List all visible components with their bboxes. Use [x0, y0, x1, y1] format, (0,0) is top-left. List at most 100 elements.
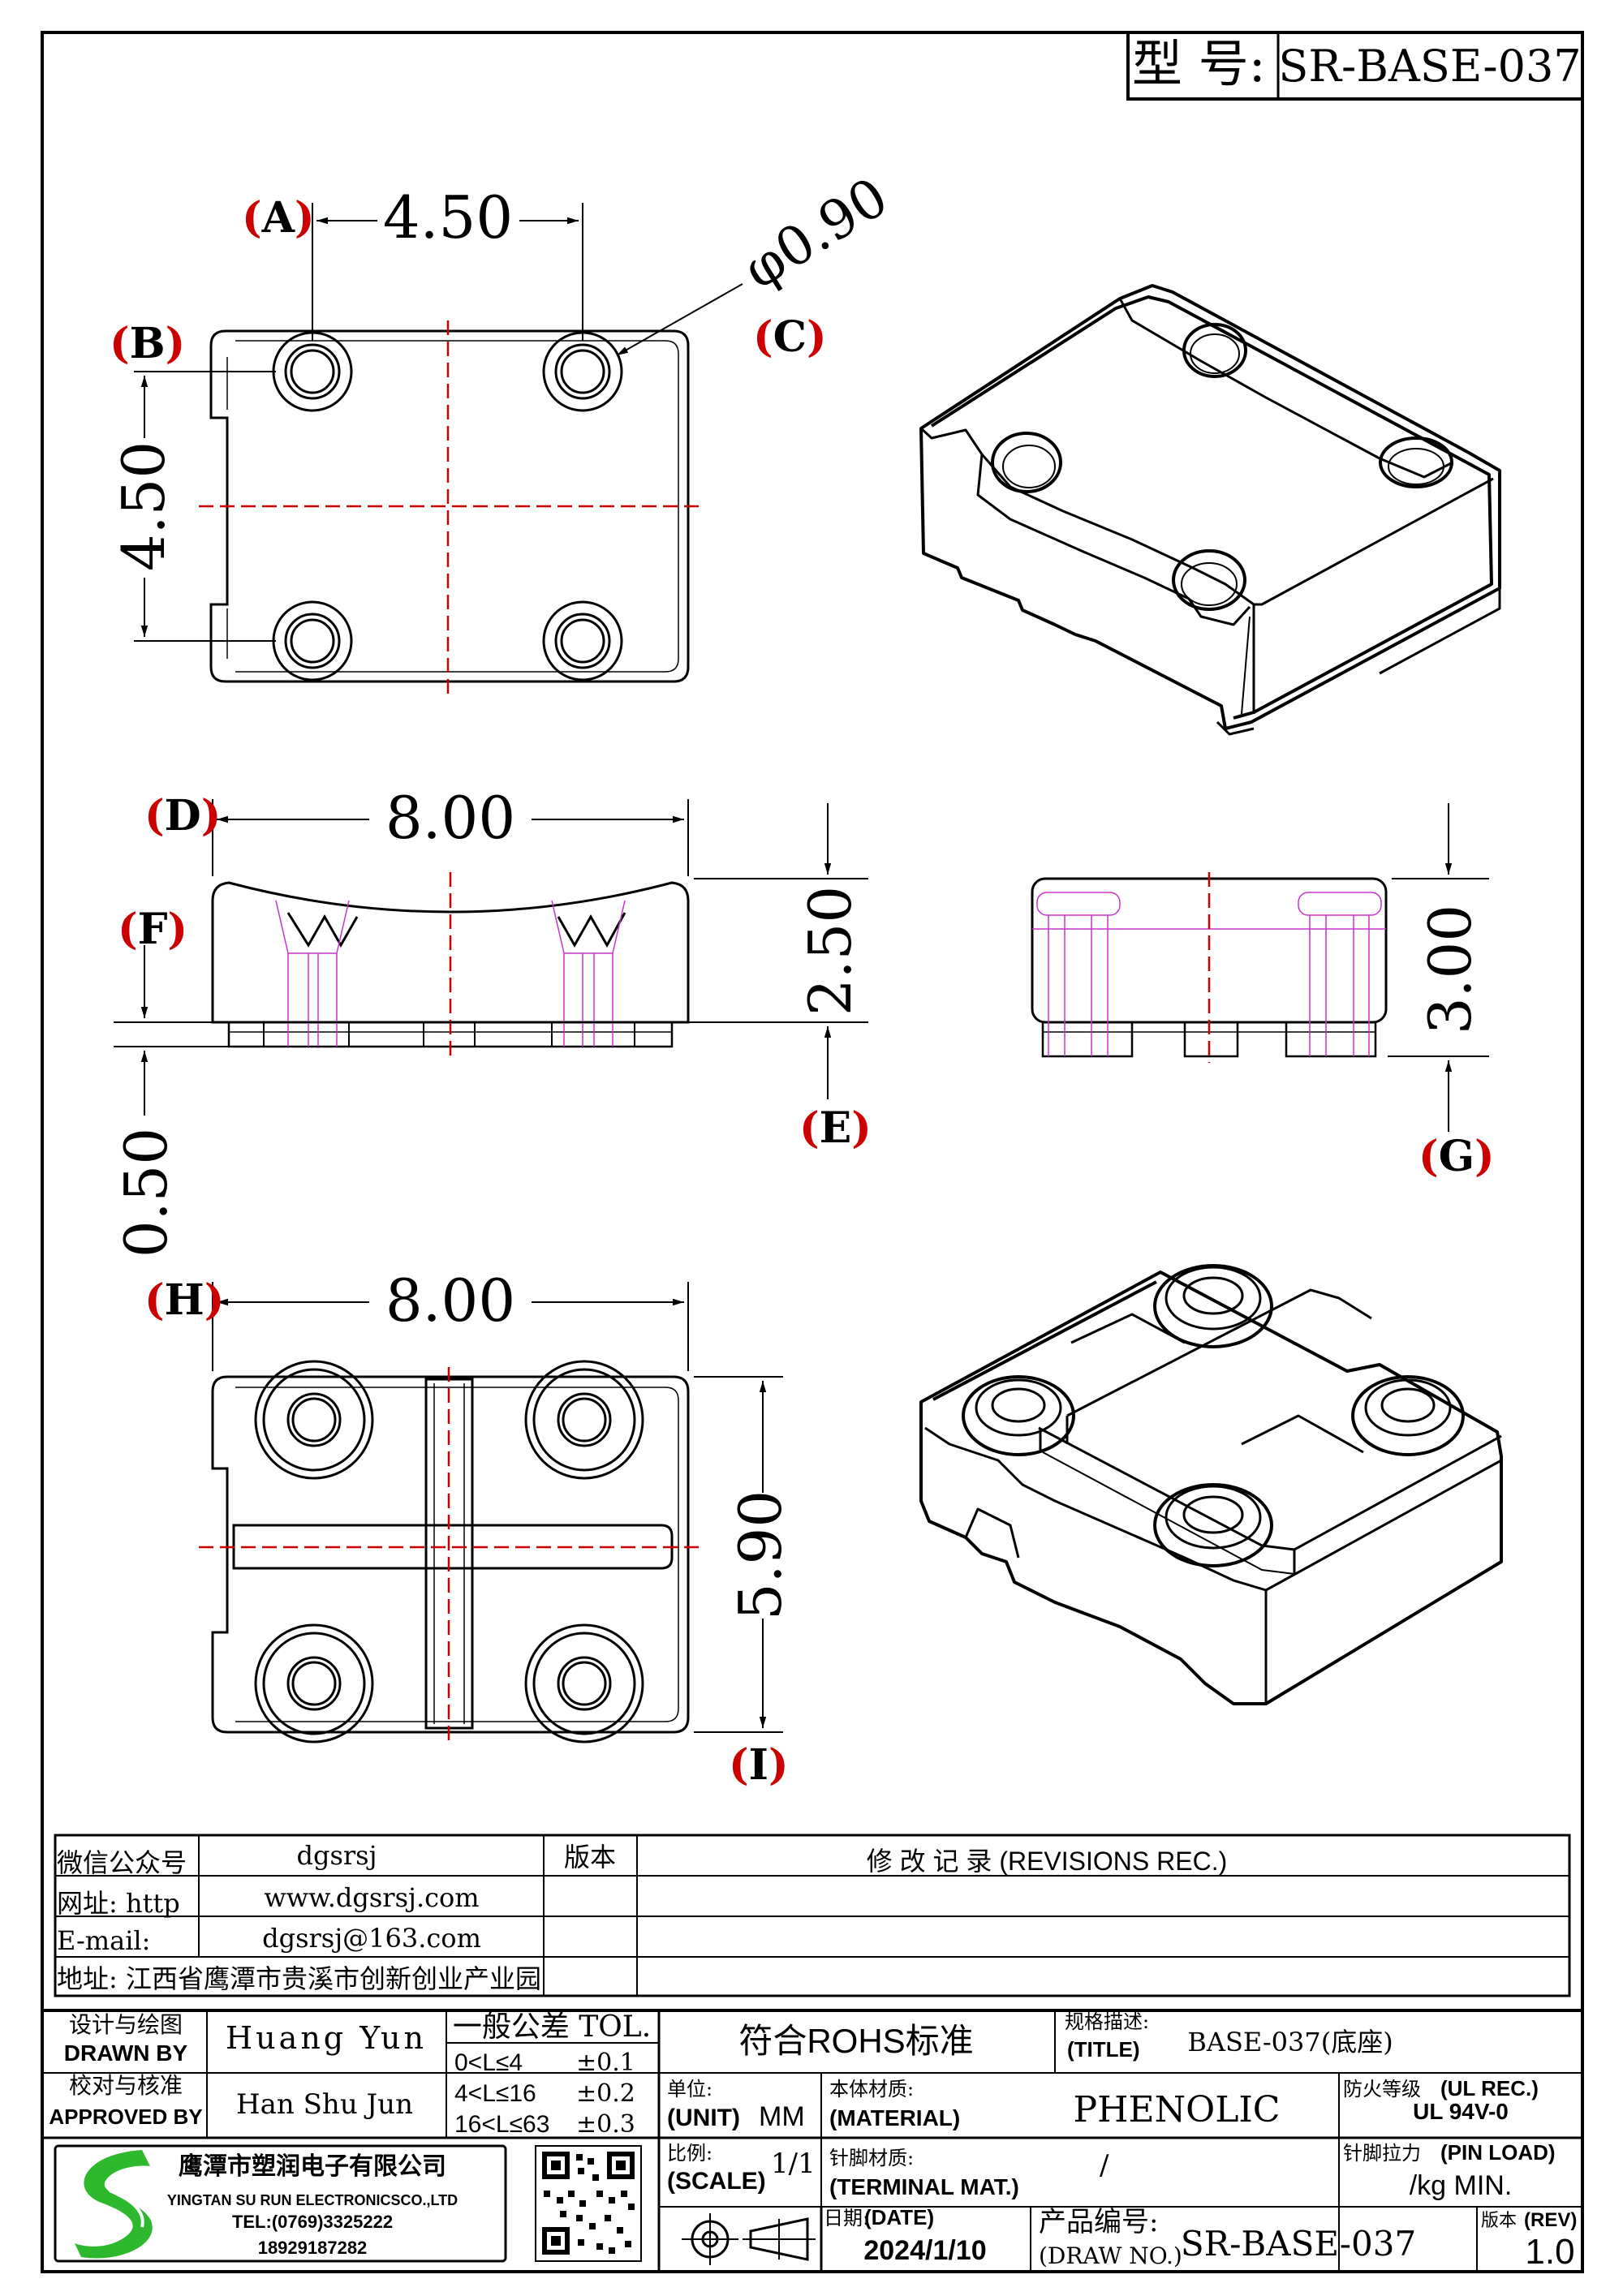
approver-cn: 校对与核准	[69, 2072, 183, 2099]
top-view	[134, 203, 743, 694]
top-hole-4	[542, 600, 623, 681]
marker-e: (E)	[799, 1103, 872, 1153]
dim-front-width: 8.00	[385, 784, 515, 852]
qr-code	[542, 2152, 635, 2255]
dim-bottom-height: 5.90	[726, 1490, 794, 1620]
bottom-boss-1	[254, 1360, 374, 1480]
fire-value: UL 94V-0	[1413, 2099, 1509, 2124]
marker-f: (F)	[118, 905, 188, 954]
rev-value: 1.0	[1525, 2232, 1574, 2272]
web-label: 网址: http	[57, 1888, 180, 1919]
dim-bottom-width: 8.00	[385, 1266, 515, 1335]
iso-bottom-view	[919, 1264, 1503, 1705]
rev-cn: 版本	[1481, 2211, 1517, 2231]
dim-top-width: 4.50	[383, 183, 513, 252]
pin-en: (PIN LOAD)	[1440, 2140, 1556, 2165]
bottom-boss-3	[254, 1623, 374, 1743]
drawno-cn: 产品编号:	[1039, 2206, 1158, 2238]
tol-title: 一般公差 TOL.	[453, 2010, 651, 2044]
info-table	[54, 1834, 1571, 1997]
info-texts: 微信公众号 dgsrsj 网址: http www.dgsrsj.com E-m…	[57, 1840, 1227, 1994]
material-cn: 本体材质:	[829, 2078, 914, 2100]
title-texts: 设计与绘图 DRAWN BY Huang Yun 校对与核准 APPROVED …	[49, 2010, 1577, 2272]
iso-top-view	[919, 284, 1501, 736]
tol-value-1: ±0.1	[576, 2049, 635, 2077]
marker-h: (H)	[144, 1275, 225, 1325]
title-value: BASE-037(底座)	[1187, 2027, 1393, 2057]
dim-hole-dia: φ0.90	[733, 166, 899, 302]
projection-symbol-icon	[682, 2213, 816, 2265]
terminal-cn: 针脚材质:	[829, 2147, 914, 2169]
version-label: 版本	[564, 1842, 616, 1872]
company-mobile: 18929187282	[258, 2238, 368, 2258]
company-en: YINGTAN SU RUN ELECTRONICSCO.,LTD	[167, 2192, 458, 2208]
side-view	[1031, 803, 1489, 1132]
dim-top-height: 4.50	[110, 441, 178, 571]
designer-cn: 设计与绘图	[69, 2011, 183, 2038]
rohs: 符合ROHS标准	[738, 2022, 973, 2060]
company-logo	[75, 2150, 153, 2259]
marker-d: (D)	[144, 791, 222, 841]
drawno-value: SR-BASE-037	[1181, 2224, 1416, 2264]
company-cn: 鹰潭市塑润电子有限公司	[179, 2152, 446, 2181]
wechat-label: 微信公众号	[57, 1847, 187, 1878]
tol-value-2: ±0.2	[576, 2079, 635, 2108]
unit-cn: 单位:	[667, 2078, 712, 2100]
bottom-boss-2	[524, 1360, 644, 1480]
date-value: 2024/1/10	[863, 2235, 986, 2266]
bottom-boss-4	[524, 1623, 644, 1743]
marker-c: (C)	[753, 312, 827, 362]
tol-value-3: ±0.3	[576, 2110, 635, 2139]
pin-cn: 针脚拉力	[1343, 2142, 1421, 2165]
material-value: PHENOLIC	[1074, 2089, 1281, 2130]
dim-side-height: 3.00	[1416, 905, 1484, 1034]
fire-cn: 防火等级	[1343, 2078, 1421, 2100]
dim-pin-height: 0.50	[112, 1128, 180, 1258]
date-en: (DATE)	[864, 2205, 934, 2229]
title-en: (TITLE)	[1067, 2037, 1140, 2062]
scale-value: 1/1	[771, 2148, 816, 2180]
pin-value: /kg MIN.	[1410, 2170, 1513, 2201]
top-hole-1	[272, 331, 353, 412]
designer-en: DRAWN BY	[64, 2040, 188, 2066]
marker-i: (I)	[729, 1740, 789, 1790]
top-hole-3	[272, 600, 353, 681]
designer-name: Huang Yun	[226, 2020, 427, 2056]
top-hole-2	[542, 331, 623, 412]
rev-en: (REV)	[1524, 2209, 1577, 2231]
web-value: www.dgsrsj.com	[264, 1882, 479, 1913]
terminal-en: (TERMINAL MAT.)	[829, 2174, 1019, 2199]
unit-value: MM	[759, 2101, 805, 2132]
email-value: dgsrsj@163.com	[262, 1923, 481, 1954]
approver-en: APPROVED BY	[49, 2105, 202, 2129]
material-en: (MATERIAL)	[829, 2105, 960, 2130]
address: 地址: 江西省鹰潭市贵溪市创新创业产业园	[57, 1963, 541, 1994]
marker-a: (A)	[242, 193, 315, 243]
bottom-view	[199, 1282, 783, 1744]
approver-name: Han Shu Jun	[236, 2088, 413, 2121]
tol-range-3: 16<L≤63	[454, 2111, 549, 2138]
title-block	[41, 2009, 1584, 2273]
fire-en: (UL REC.)	[1440, 2076, 1539, 2100]
title-cn: 规格描述:	[1065, 2010, 1149, 2033]
tol-range-2: 4<L≤16	[454, 2080, 536, 2107]
front-view	[114, 799, 868, 1116]
model-label: 型 号:	[1132, 34, 1266, 93]
revisions-title: 修 改 记 录 (REVISIONS REC.)	[867, 1847, 1228, 1876]
model-box: 型 号: SR-BASE-037	[1126, 31, 1584, 101]
unit-en: (UNIT)	[667, 2105, 740, 2131]
marker-g: (G)	[1419, 1132, 1495, 1181]
model-value: SR-BASE-037	[1278, 41, 1581, 92]
wechat-value: dgsrsj	[296, 1840, 377, 1871]
scale-cn: 比例:	[667, 2142, 712, 2165]
terminal-value: /	[1100, 2149, 1109, 2182]
scale-en: (SCALE)	[667, 2168, 766, 2195]
tol-range-1: 0<L≤4	[454, 2049, 523, 2076]
date-cn: 日期:	[824, 2207, 869, 2229]
marker-b: (B)	[110, 319, 186, 368]
email-label: E-mail:	[57, 1925, 150, 1956]
dim-front-height: 2.50	[796, 886, 864, 1016]
company-tel: TEL:(0769)3325222	[232, 2212, 393, 2232]
